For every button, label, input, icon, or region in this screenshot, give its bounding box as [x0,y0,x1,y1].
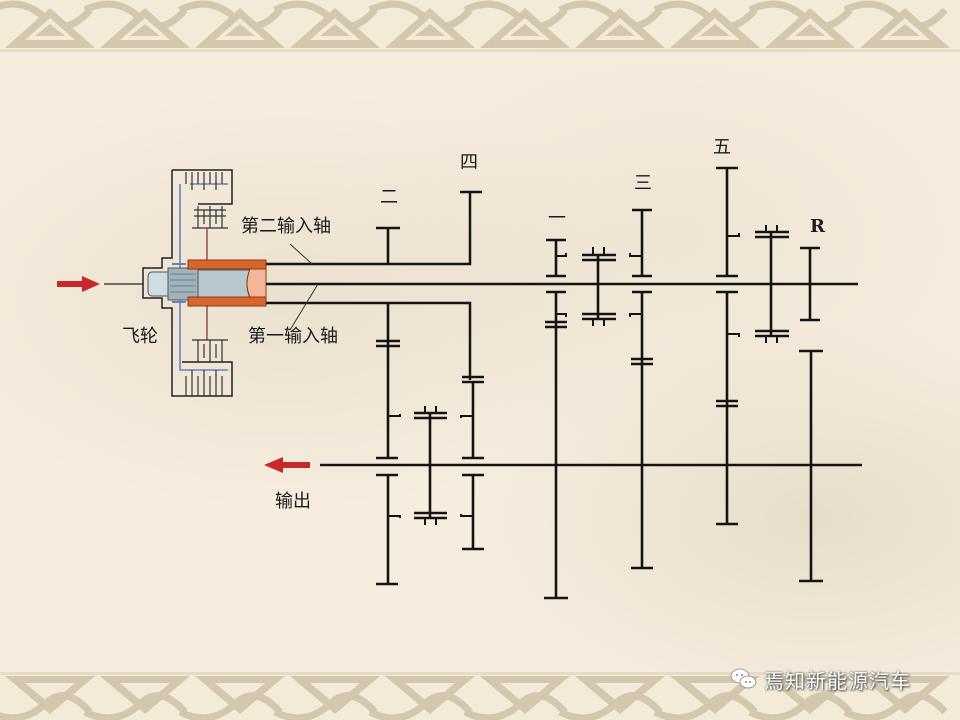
clutch-plates-top-outer [185,172,223,190]
clutch-plates-top-inner [192,206,228,229]
watermark-text: 焉知新能源汽车 [764,668,911,693]
gear-2-label: 二 [380,187,398,208]
slide-content-background [0,52,960,672]
flywheel-label: 飞轮 [122,326,158,347]
gear-3-label: 三 [634,173,652,194]
first-input-shaft-body [147,267,251,301]
gear-1 [544,238,568,600]
gear-4-drive [460,190,484,384]
gear-4-label: 四 [460,152,478,173]
clutch-plates-bottom-outer [185,370,223,396]
wechat-icon [730,668,757,689]
watermark: 焉知新能源汽车 [730,664,911,694]
main-shafts [266,192,862,467]
input-arrow-icon [57,276,100,292]
gear-2-drive [376,226,400,348]
gear-reverse-label: R [810,216,825,237]
first-input-shaft-label: 第一输入轴 [248,326,338,347]
synchronizer-2-4 [414,406,447,525]
second-input-shaft-sleeve [187,259,267,307]
gear-5-label: 五 [713,137,731,158]
gear-3 [629,208,653,570]
gear-1-label: 一 [548,208,566,229]
bottom-celtic-border [0,672,960,720]
clutch-housing [142,169,233,397]
output-arrow-icon [264,457,310,473]
gear-5 [716,166,740,526]
top-celtic-border [0,0,960,52]
gear-2-driven [376,346,401,586]
synchronizer-5-R [755,225,789,343]
gear-4-driven [460,382,484,551]
second-input-shaft-label: 第二输入轴 [241,216,331,237]
gear-reverse [799,246,823,583]
output-label: 输出 [275,491,311,512]
leader-lines [289,243,319,331]
synchronizer-1-3 [582,247,616,326]
clutch-plates-bottom-inner [192,339,228,362]
